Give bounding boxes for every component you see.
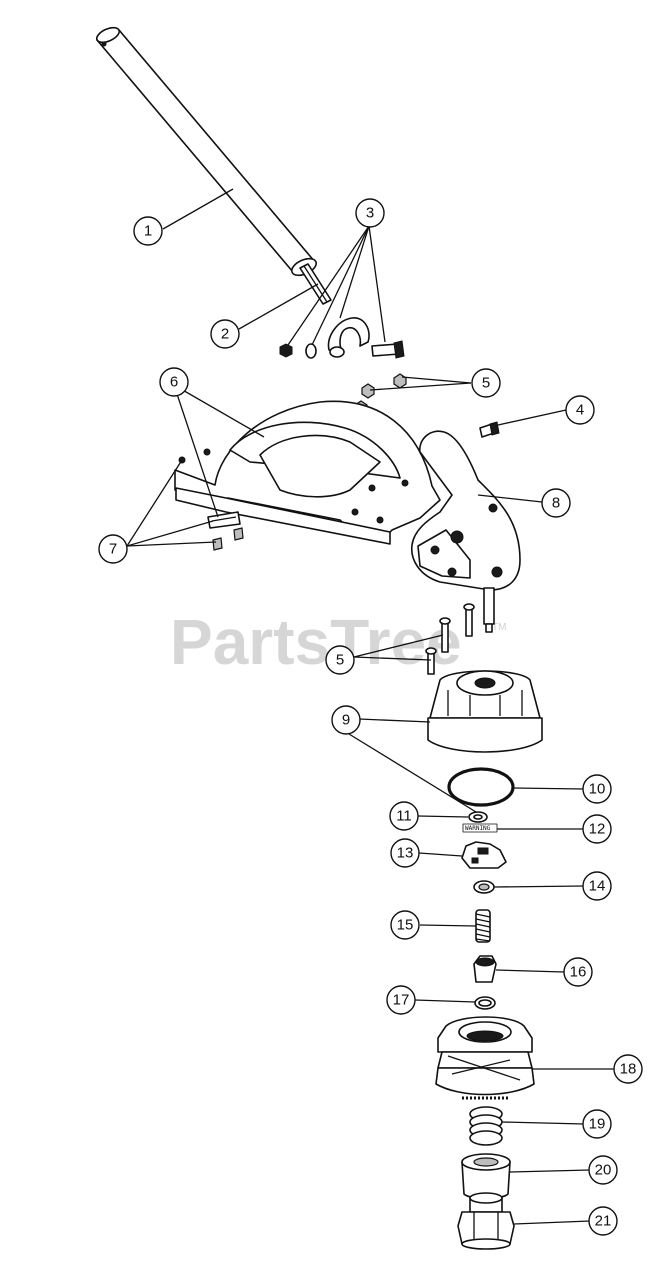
part-17-snap-ring [474, 996, 496, 1010]
part-3-clamp-hardware [279, 317, 405, 359]
svg-text:8: 8 [552, 495, 560, 512]
leader-lines [126, 188, 614, 1225]
part-12-label-text: WARNING [465, 825, 491, 832]
callout-11: 11 [389, 801, 419, 831]
part-7-line-cutter-blade [207, 511, 244, 551]
svg-text:18: 18 [620, 1061, 637, 1078]
svg-text:7: 7 [109, 541, 117, 558]
svg-text:4: 4 [576, 402, 584, 419]
callout-9: 9 [331, 705, 361, 735]
part-14-retainer-ring [473, 880, 495, 894]
callout-5-lower: 5 [325, 645, 355, 675]
callout-2: 2 [210, 319, 240, 349]
svg-text:11: 11 [396, 808, 412, 825]
part-19-spring [469, 1106, 503, 1146]
part-15-spring [475, 909, 491, 943]
svg-text:5: 5 [336, 652, 344, 669]
watermark-trademark: TM [492, 622, 506, 633]
part-12-label: WARNING [462, 823, 498, 833]
svg-text:5: 5 [482, 375, 490, 392]
callout-18: 18 [613, 1054, 643, 1084]
part-20-bump-knob [461, 1153, 511, 1200]
part-2-drive-shaft [299, 263, 332, 305]
svg-text:15: 15 [397, 917, 414, 934]
callout-7: 7 [98, 534, 128, 564]
callout-17: 17 [386, 985, 416, 1015]
callout-5-top: 5 [471, 368, 501, 398]
svg-text:6: 6 [170, 374, 178, 391]
svg-text:12: 12 [589, 821, 606, 838]
part-13-drive-plate [461, 841, 507, 869]
part-10-o-ring [447, 767, 515, 807]
part-5-screws [425, 603, 475, 675]
svg-text:9: 9 [342, 712, 350, 729]
callout-8: 8 [541, 488, 571, 518]
svg-text:17: 17 [393, 992, 410, 1009]
callout-12: 12 [582, 814, 612, 844]
callout-16: 16 [563, 957, 593, 987]
part-18-spool [435, 1016, 535, 1100]
svg-text:20: 20 [595, 1162, 612, 1179]
svg-text:10: 10 [589, 781, 606, 798]
callout-4: 4 [565, 395, 595, 425]
callout-13: 13 [390, 838, 420, 868]
part-21-adapter-nut [457, 1192, 515, 1250]
svg-text:16: 16 [570, 964, 587, 981]
callout-19: 19 [582, 1109, 612, 1139]
svg-text:21: 21 [595, 1213, 612, 1230]
callout-14: 14 [582, 871, 612, 901]
svg-text:13: 13 [397, 845, 414, 862]
svg-text:3: 3 [366, 205, 374, 222]
part-1-shaft-tube [95, 26, 318, 277]
watermark-text: PartsTree [170, 606, 462, 678]
callout-10: 10 [582, 774, 612, 804]
part-9-spool-housing [427, 670, 543, 753]
svg-text:14: 14 [589, 878, 606, 895]
svg-text:2: 2 [221, 326, 229, 343]
part-4-screw [479, 421, 500, 438]
svg-text:1: 1 [144, 223, 152, 240]
callout-15: 15 [390, 910, 420, 940]
part-8-gear-head [411, 430, 521, 633]
callout-21: 21 [588, 1206, 618, 1236]
part-16-bearing [473, 955, 497, 983]
svg-text:19: 19 [589, 1116, 606, 1133]
callout-20: 20 [588, 1155, 618, 1185]
callout-3: 3 [355, 198, 385, 228]
part-11-washer [468, 811, 488, 823]
callout-1: 1 [133, 216, 163, 246]
callout-6: 6 [159, 367, 189, 397]
part-6-guard [174, 400, 441, 545]
